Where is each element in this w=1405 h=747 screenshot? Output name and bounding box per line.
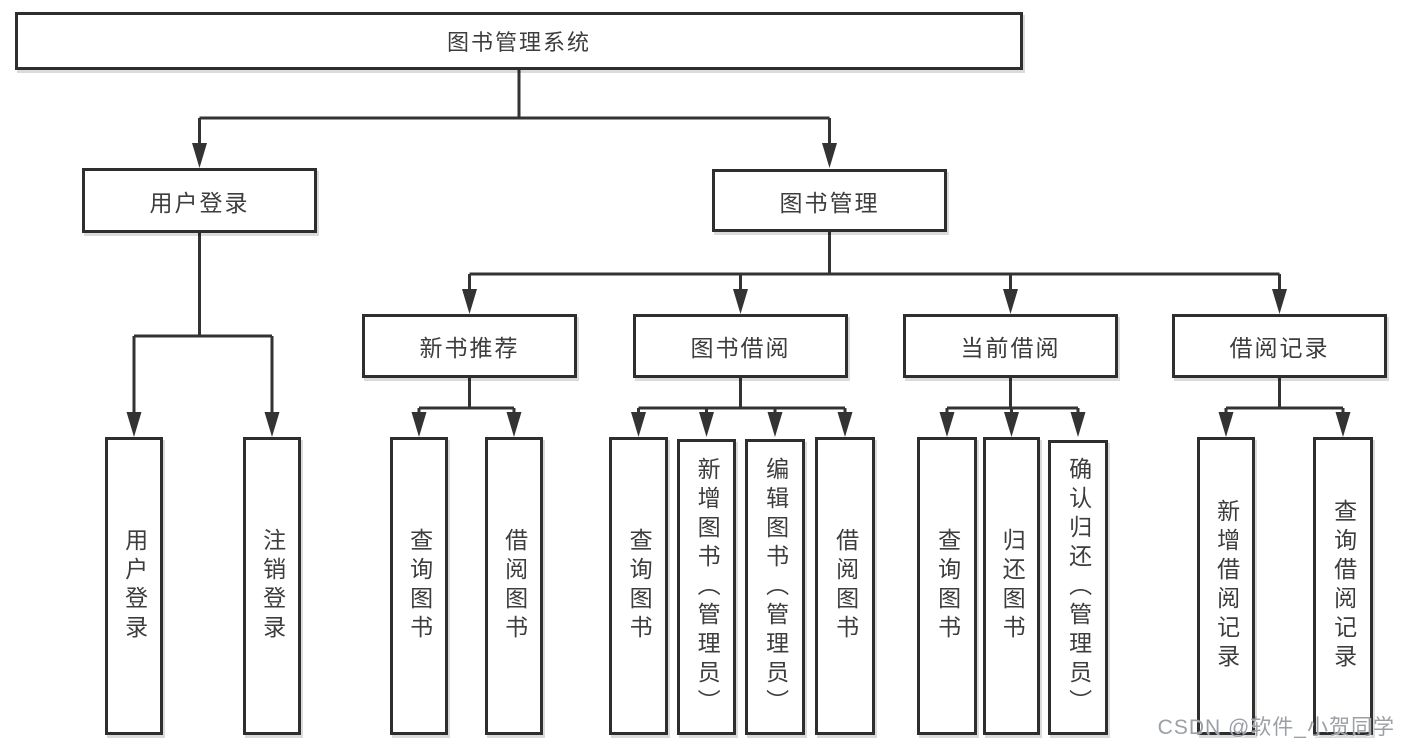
leaf-edit-book-admin: 编辑图书（管理员） xyxy=(745,439,805,735)
leaf-add-book-admin: 新增图书（管理员） xyxy=(677,439,736,735)
leaf-borrow-books-borrow: 借阅图书 xyxy=(815,437,875,735)
arrowhead-icon xyxy=(506,412,522,437)
leaf-user-login: 用户登录 xyxy=(105,437,163,735)
leaf-query-borrow-record: 查询借阅记录 xyxy=(1313,437,1373,735)
leaf-query-books-current: 查询图书 xyxy=(917,437,977,735)
node-library-management-system: 图书管理系统 xyxy=(15,12,1023,70)
leaf-confirm-return-admin: 确认归还（管理员） xyxy=(1048,440,1108,735)
csdn-watermark: CSDN @软件_小贺同学 xyxy=(1157,716,1395,739)
arrowhead-icon xyxy=(1272,289,1287,314)
node-user-login: 用户登录 xyxy=(82,168,317,233)
arrowhead-icon xyxy=(462,289,477,314)
arrowhead-icon xyxy=(126,412,142,437)
arrowhead-icon xyxy=(264,412,280,437)
node-book-borrow: 图书借阅 xyxy=(633,314,848,378)
node-new-book-recommend: 新书推荐 xyxy=(362,314,577,378)
leaf-borrow-books-recommend: 借阅图书 xyxy=(485,437,543,735)
leaf-return-book: 归还图书 xyxy=(983,437,1040,735)
node-borrow-records: 借阅记录 xyxy=(1172,314,1387,378)
leaf-query-books-borrow: 查询图书 xyxy=(609,437,668,735)
arrowhead-icon xyxy=(1335,412,1351,437)
node-current-borrow: 当前借阅 xyxy=(903,314,1118,378)
leaf-add-borrow-record: 新增借阅记录 xyxy=(1197,437,1255,735)
arrowhead-icon xyxy=(1218,412,1234,437)
arrowhead-icon xyxy=(733,289,748,314)
leaf-query-books-recommend: 查询图书 xyxy=(390,437,448,735)
arrowhead-icon xyxy=(1004,412,1019,437)
arrowhead-icon xyxy=(939,412,955,437)
leaf-logout: 注销登录 xyxy=(243,437,301,735)
arrowhead-icon xyxy=(411,412,427,437)
node-book-management: 图书管理 xyxy=(712,169,947,232)
arrowhead-icon xyxy=(192,143,207,168)
arrowhead-icon xyxy=(837,412,853,437)
arrowhead-icon xyxy=(1003,289,1018,314)
arrowhead-icon xyxy=(699,412,714,437)
arrowhead-icon xyxy=(1070,412,1086,437)
arrowhead-icon xyxy=(767,412,783,437)
arrowhead-icon xyxy=(822,143,837,168)
arrowhead-icon xyxy=(631,412,646,437)
